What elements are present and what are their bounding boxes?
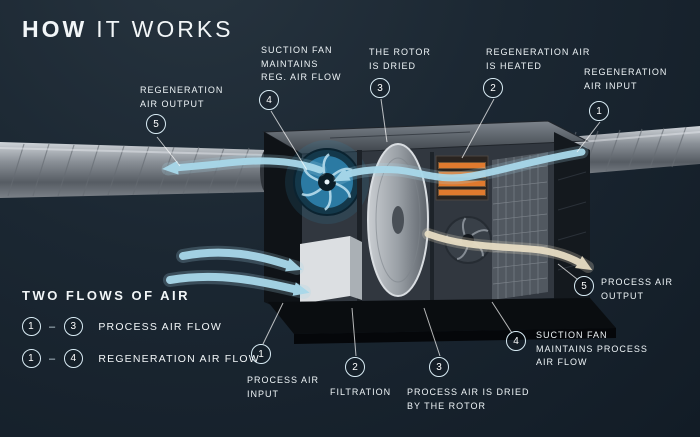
callout-badge-regeneration-air-output: 5: [146, 114, 166, 134]
callout-badge-regeneration-air-input: 1: [589, 101, 609, 121]
page-title-primary: HOW: [22, 16, 88, 42]
process-input-arrow-2: [166, 272, 310, 296]
callout-badge-process-air-input: 1: [251, 344, 271, 364]
legend: TWO FLOWS OF AIR 1 – 3 PROCESS AIR FLOW …: [22, 288, 260, 381]
callout-label-filtration: FILTRATION: [330, 387, 392, 397]
process-output-arrow: [424, 230, 593, 271]
callout-label-suction-fan-reg: SUCTION FAN MAINTAINS REG. AIR FLOW: [261, 45, 342, 82]
legend-badge-process-to: 3: [64, 317, 84, 336]
regen-output-arrow: [162, 157, 324, 175]
callout-label-rotor-is-dried: THE ROTOR IS DRIED: [369, 47, 431, 71]
legend-badge-regen-from: 1: [22, 349, 41, 368]
airflow-arrows: [161, 145, 594, 299]
legend-label-regeneration-flow: REGENERATION AIR FLOW: [98, 352, 260, 365]
rotor: [367, 143, 429, 297]
legend-badge-regen-to: 4: [64, 349, 84, 368]
legend-row-regeneration-flow: 1 – 4 REGENERATION AIR FLOW: [22, 349, 260, 368]
legend-dash: –: [49, 320, 57, 333]
callout-badge-regeneration-air-heated: 2: [483, 78, 503, 98]
page-title: HOW IT WORKS: [22, 16, 234, 43]
divider-wall-left: [357, 150, 362, 302]
callout-badge-suction-fan-process: 4: [506, 331, 526, 351]
legend-title: TWO FLOWS OF AIR: [22, 288, 191, 303]
callout-label-regeneration-air-heated: REGENERATION AIR IS HEATED: [486, 47, 591, 71]
mesh-panel: [492, 152, 548, 300]
top-face: [262, 120, 589, 155]
base-plinth: [268, 298, 616, 344]
callout-label-process-air-input: PROCESS AIR INPUT: [247, 375, 320, 399]
legend-row-process-flow: 1 – 3 PROCESS AIR FLOW: [22, 317, 260, 336]
callout-badge-process-air-output: 5: [574, 276, 594, 296]
callout-label-process-air-dried: PROCESS AIR IS DRIED BY THE ROTOR: [407, 387, 530, 411]
legend-badge-process-from: 1: [22, 317, 41, 336]
callout-badge-process-air-dried: 3: [429, 357, 449, 377]
legend-dash: –: [49, 352, 57, 365]
left-duct: [0, 142, 272, 198]
left-frame: [264, 132, 302, 318]
regen-flow-arrow: [333, 148, 586, 182]
page-title-secondary: IT WORKS: [96, 16, 234, 42]
leader-lines: [156, 98, 601, 357]
filter-box: [300, 236, 362, 304]
legend-label-process-flow: PROCESS AIR FLOW: [98, 320, 222, 333]
callout-label-regeneration-air-output: REGENERATION AIR OUTPUT: [140, 85, 224, 109]
callout-badge-filtration: 2: [345, 357, 365, 377]
callout-label-process-air-output: PROCESS AIR OUTPUT: [601, 277, 674, 301]
callout-badge-suction-fan-reg: 4: [259, 90, 279, 110]
process-input-arrow-1: [179, 248, 303, 272]
callout-badge-rotor-is-dried: 3: [370, 78, 390, 98]
callout-label-suction-fan-process: SUCTION FAN MAINTAINS PROCESS AIR FLOW: [536, 330, 648, 367]
callout-label-regeneration-air-input: REGENERATION AIR INPUT: [584, 67, 668, 91]
divider-wall-right: [430, 152, 434, 300]
machine-unit: [262, 120, 616, 344]
regeneration-fan: [285, 140, 369, 224]
